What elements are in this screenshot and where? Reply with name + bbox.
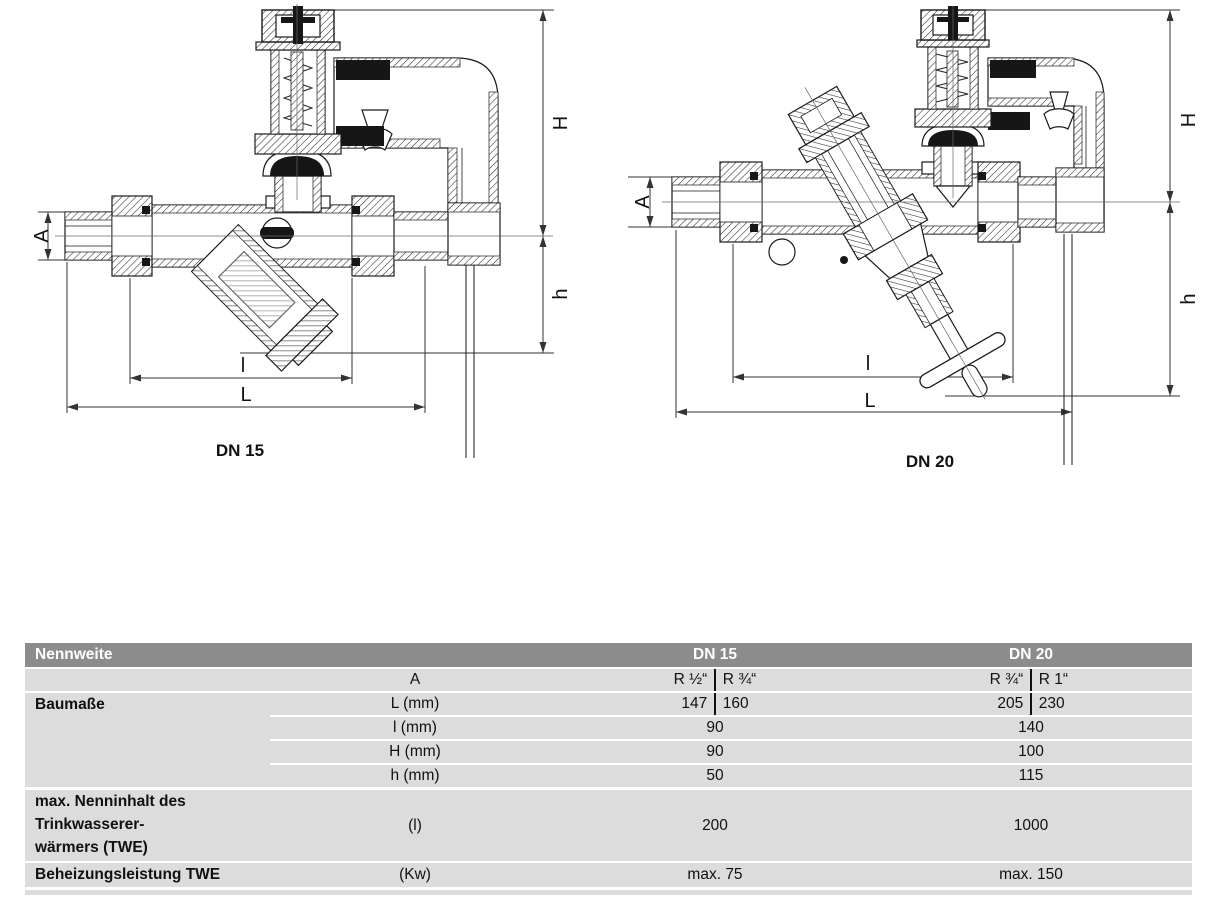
value: R ¾“ bbox=[722, 671, 757, 689]
row-l: l (mm) 90 140 bbox=[270, 717, 1192, 739]
knurled-union-icon bbox=[336, 126, 384, 146]
label-line: wärmers (TWE) bbox=[35, 838, 148, 856]
dn20-drawing: A H h l L DN 20 bbox=[628, 6, 1200, 471]
dn15-valve bbox=[64, 6, 501, 458]
value: R 1“ bbox=[1038, 671, 1069, 689]
dn20-funnel bbox=[1043, 91, 1075, 130]
label-baumasse: Baumaße bbox=[35, 696, 105, 713]
baumasse-block: Baumaße L (mm) 147 160 205 230 l (mm) 90 1… bbox=[25, 693, 1192, 787]
dim-label-L: L bbox=[240, 384, 251, 406]
cell-h-dn20: 115 bbox=[1018, 767, 1044, 785]
label-nenninhalt: max. Nenninhalt des Trinkwasserer- wärme… bbox=[25, 791, 270, 860]
param-h: h (mm) bbox=[390, 767, 440, 785]
cell-A-dn20: R ¾“ R 1“ bbox=[870, 669, 1192, 691]
cell-H-dn20: 100 bbox=[1018, 743, 1044, 761]
header-dn20: DN 20 bbox=[1009, 646, 1053, 664]
dn20-caption: DN 20 bbox=[906, 452, 954, 471]
cell-l-dn20: 140 bbox=[1018, 719, 1044, 737]
value: R ¾“ bbox=[989, 671, 1024, 689]
dim-label-l: l bbox=[241, 355, 245, 377]
cell-l-dn15: 90 bbox=[706, 719, 724, 737]
table-bottom-bar bbox=[25, 890, 1192, 895]
header-dn15: DN 15 bbox=[693, 646, 737, 664]
dn15-centerlines bbox=[55, 4, 553, 237]
dn15-safety-valve bbox=[254, 6, 342, 213]
cell-inhalt-dn15: 200 bbox=[702, 816, 728, 834]
param-leistung: (Kw) bbox=[399, 866, 431, 884]
spring-icon bbox=[935, 53, 969, 103]
dn15-caption: DN 15 bbox=[216, 441, 264, 460]
header-nennweite: Nennweite bbox=[35, 646, 113, 664]
dim-label-H: H bbox=[1178, 113, 1200, 127]
dn15-drawing: A H h l L DN 15 bbox=[31, 4, 572, 460]
table-header-row: Nennweite DN 15 DN 20 bbox=[25, 643, 1192, 667]
dim-label-A: A bbox=[632, 195, 654, 209]
row-H: H (mm) 90 100 bbox=[270, 741, 1192, 763]
value: 160 bbox=[722, 695, 749, 713]
dim-label-l: l bbox=[866, 353, 870, 375]
value: 147 bbox=[681, 695, 708, 713]
cell-h-dn15: 50 bbox=[706, 767, 724, 785]
label-line: max. Nenninhalt des bbox=[35, 793, 186, 811]
spec-table: Nennweite DN 15 DN 20 A R ½“ R ¾“ R ¾“ R 1… bbox=[25, 643, 1192, 895]
value: 230 bbox=[1038, 695, 1065, 713]
value: 205 bbox=[997, 695, 1024, 713]
seal-dot-icon bbox=[840, 256, 848, 264]
cell-leistung-dn15: max. 75 bbox=[687, 866, 743, 884]
row-leistung: Beheizungsleistung TWE (Kw) max. 75 max.… bbox=[25, 863, 1192, 887]
cell-L-dn15: 147 160 bbox=[560, 693, 870, 715]
dim-label-L: L bbox=[864, 390, 875, 412]
valve-technical-drawings: A H h l L DN 15 bbox=[31, 4, 1200, 471]
knurled-union-icon bbox=[336, 60, 390, 80]
cell-A-dn15: R ½“ R ¾“ bbox=[560, 669, 870, 691]
knurled-union-icon bbox=[990, 60, 1036, 78]
row-nenninhalt: max. Nenninhalt des Trinkwasserer- wärme… bbox=[25, 790, 1192, 861]
param-H: H (mm) bbox=[389, 743, 441, 761]
param-A: A bbox=[409, 671, 421, 689]
knurled-union-icon bbox=[988, 112, 1030, 130]
param-l: l (mm) bbox=[393, 719, 437, 737]
value: R ½“ bbox=[673, 671, 708, 689]
dn20-check-valve-cartridge bbox=[787, 85, 1006, 400]
label-leistung: Beheizungsleistung TWE bbox=[35, 866, 221, 884]
dn20-body-boss bbox=[768, 238, 796, 266]
dim-label-h: h bbox=[1178, 293, 1200, 304]
param-inhalt: (l) bbox=[408, 816, 422, 834]
cell-inhalt-dn20: 1000 bbox=[1013, 816, 1049, 834]
row-A: A R ½“ R ¾“ R ¾“ R 1“ bbox=[25, 669, 1192, 691]
cell-H-dn15: 90 bbox=[706, 743, 724, 761]
cell-leistung-dn20: max. 150 bbox=[999, 866, 1063, 884]
dim-label-h: h bbox=[550, 288, 572, 299]
row-h: h (mm) 50 115 bbox=[270, 765, 1192, 787]
dim-label-A: A bbox=[31, 229, 53, 243]
dim-label-H: H bbox=[550, 116, 572, 130]
dn20-centerlines bbox=[662, 6, 1180, 203]
label-line: Trinkwasserer- bbox=[35, 816, 145, 834]
cell-L-dn20: 205 230 bbox=[870, 693, 1192, 715]
param-L: L (mm) bbox=[390, 695, 440, 713]
dn15-strainer bbox=[190, 223, 339, 372]
row-L: L (mm) 147 160 205 230 bbox=[270, 693, 1192, 715]
dn15-valve-cap bbox=[261, 6, 335, 44]
